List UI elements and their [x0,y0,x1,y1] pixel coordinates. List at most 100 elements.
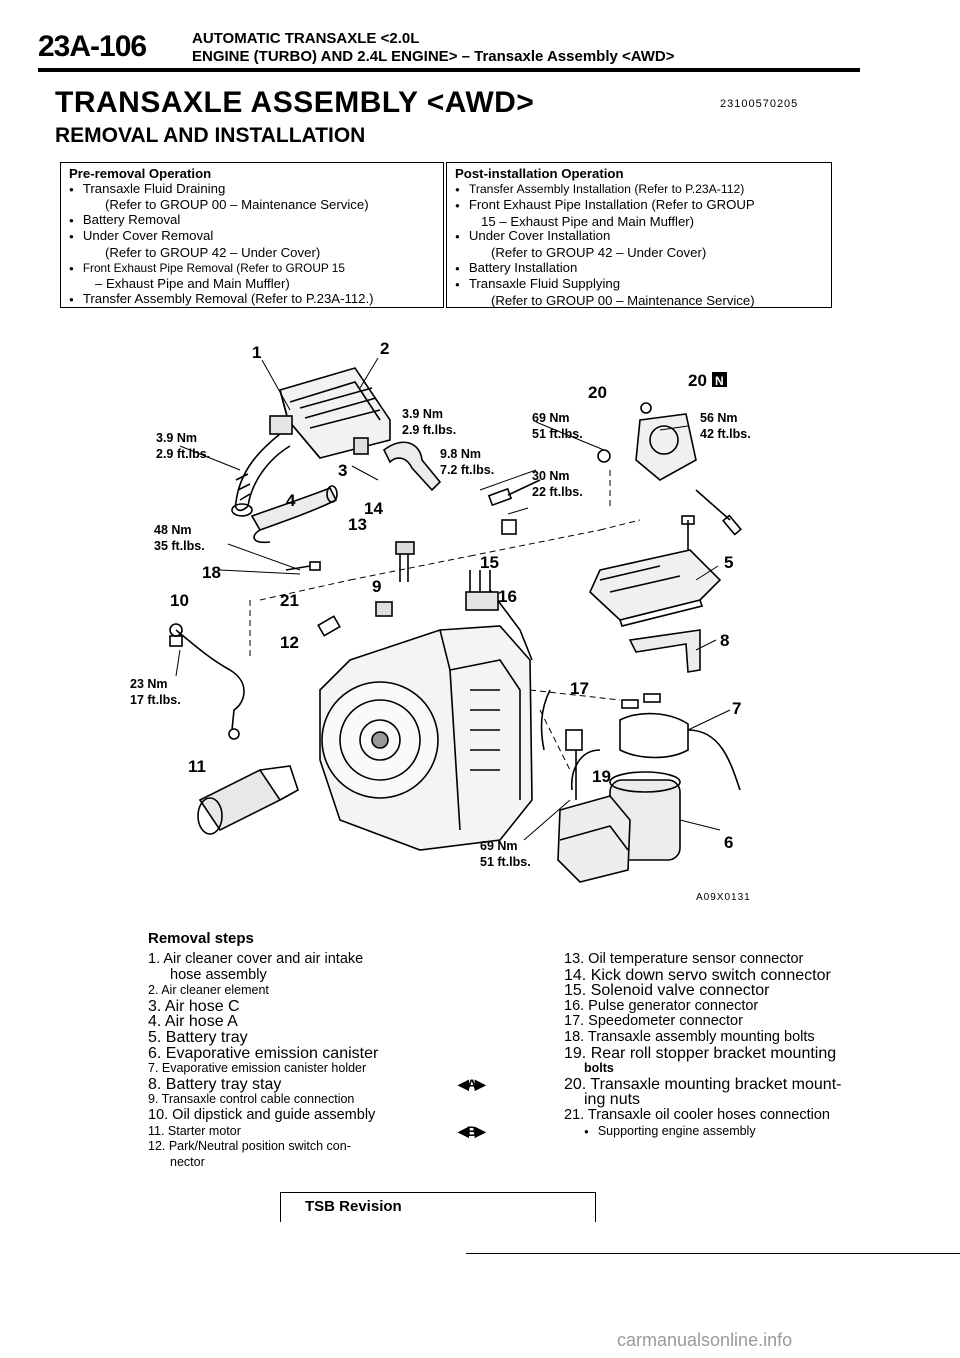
step-item-cont: nector [170,1154,205,1169]
tsb-revision-box: TSB Revision [280,1192,596,1222]
control-cable-drawing [169,623,245,740]
torque-ft: 51 ft.lbs. [532,427,583,441]
torque-nm: 3.9 Nm [402,407,443,421]
section-title: TRANSAXLE ASSEMBLY <AWD> [55,86,535,119]
step-item: 9. Transaxle control cable connection [148,1092,355,1107]
pre-removal-heading: Pre-removal Operation [69,166,212,181]
step-item: 10. Oil dipstick and guide assembly [148,1106,376,1123]
callout-20-alt: 20 [688,371,707,390]
step-item: 15. Solenoid valve connector [564,982,770,1000]
n-badge-icon [712,372,727,387]
intake-hose-drawing [231,433,291,517]
post-installation-item: Battery Installation [455,260,823,278]
torque-nm: 3.9 Nm [156,431,197,445]
pre-removal-item-note: (Refer to GROUP 00 – Maintenance Service… [105,197,369,213]
step-item-cont: hose assembly [170,966,267,983]
callout-1: 1 [252,343,261,362]
pre-removal-item: Front Exhaust Pipe Removal (Refer to GRO… [69,261,435,278]
callout-4: 4 [286,491,296,510]
pre-removal-item-note: – Exhaust Pipe and Main Muffler) [95,276,290,292]
section-subtitle: REMOVAL AND INSTALLATION [55,124,366,147]
callout-12: 12 [280,633,299,652]
step-item: 16. Pulse generator connector [564,997,759,1014]
bottom-rule [466,1253,960,1254]
pre-removal-box: Pre-removal Operation Transaxle Fluid Dr… [60,162,444,308]
step-item: 13. Oil temperature sensor connector [564,951,804,967]
torque-ft: 7.2 ft.lbs. [440,463,494,477]
callout-8: 8 [720,631,729,650]
torque-ft: 2.9 ft.lbs. [402,423,456,437]
step-item: 5. Battery tray [148,1028,248,1046]
service-point-a: ◀A▶ [458,1076,486,1092]
step-item: 4. Air hose A [148,1013,238,1031]
torque-ft: 22 ft.lbs. [532,485,583,499]
post-installation-heading: Post-installation Operation [455,166,624,181]
step-item-cont: bolts [584,1061,614,1076]
post-installation-item: Under Cover Installation [455,229,823,246]
callout-11: 11 [188,757,206,776]
torque-ft: 17 ft.lbs. [130,693,181,707]
step-item: 11. Starter motor [148,1123,241,1138]
callout-14: 14 [364,499,383,518]
removal-steps-right: 13. Oil temperature sensor connector 14.… [564,951,842,1141]
callout-15: 15 [480,553,499,572]
pre-removal-item: Transaxle Fluid Draining [69,181,435,199]
torque-nm: 69 Nm [480,839,518,853]
starter-motor-drawing [197,765,299,835]
post-installation-item-note: 15 – Exhaust Pipe and Main Muffler) [481,213,695,229]
post-installation-item: Transaxle Fluid Supplying [455,277,823,294]
post-installation-item: Transfer Assembly Installation (Refer to… [455,182,823,199]
torque-ft: 51 ft.lbs. [480,855,531,869]
roll-stopper-drawing [557,729,631,883]
pre-removal-item: Battery Removal [69,212,435,230]
exploded-diagram: 1 2 3 4 5 6 7 8 9 10 11 12 13 14 15 16 1… [130,339,751,883]
pre-removal-item-note: (Refer to GROUP 42 – Under Cover) [105,244,321,260]
step-item: 1. Air cleaner cover and air intake [148,951,364,967]
n-badge-label: N [715,374,724,388]
step-item: 2. Air cleaner element [148,983,269,998]
callout-9: 9 [372,577,381,596]
callout-19: 19 [592,767,611,786]
callout-10: 10 [170,591,189,610]
callout-21: 21 [280,591,299,610]
service-point-b: ◀B▶ [458,1123,486,1139]
torque-ft: 35 ft.lbs. [154,539,205,553]
callout-7: 7 [732,699,741,718]
step-item-cont: ing nuts [584,1091,641,1109]
step-item: 21. Transaxle oil cooler hoses connectio… [564,1106,830,1123]
callout-20: 20 [588,383,607,402]
step-item: 7. Evaporative emission canister holder [148,1061,367,1076]
removal-steps-left: 1. Air cleaner cover and air intake hose… [148,951,379,1170]
callout-6: 6 [724,833,733,852]
callout-17: 17 [570,679,589,698]
torque-nm: 23 Nm [130,677,168,691]
header-line-1: AUTOMATIC TRANSAXLE <2.0L [192,30,420,47]
torque-nm: 9.8 Nm [440,447,481,461]
mounting-bracket-drawing [597,402,742,536]
header-line-2: ENGINE (TURBO) AND 2.4L ENGINE> – Transa… [192,48,675,65]
post-installation-item: Front Exhaust Pipe Installation (Refer t… [455,198,823,215]
bolts-connectors-drawing [169,479,695,751]
step-item: 6. Evaporative emission canister [148,1044,379,1062]
transaxle-body-drawing [319,589,533,851]
step-item-bullet: Supporting engine assembly [564,1124,841,1141]
torque-ft: 42 ft.lbs. [700,427,751,441]
callout-16: 16 [498,587,517,606]
callout-3: 3 [338,461,347,480]
pre-removal-item: Under Cover Removal [69,229,435,246]
step-item: 12. Park/Neutral position switch con- [148,1139,351,1154]
step-item: 18. Transaxle assembly mounting bolts [564,1028,815,1045]
air-hose-c-drawing [353,437,442,492]
torque-nm: 56 Nm [700,411,738,425]
battery-tray-drawing [589,549,722,673]
watermark: carmanualsonline.info [617,1330,793,1350]
callout-5: 5 [724,553,733,572]
torque-nm: 69 Nm [532,411,570,425]
post-installation-box: Post-installation Operation Transfer Ass… [446,162,832,308]
callout-2: 2 [380,339,389,358]
step-item: 20. Transaxle mounting bracket mount- [564,1075,842,1093]
document-code: 23100570205 [720,98,799,110]
figure-code: A09X0131 [696,892,751,903]
callout-13: 13 [348,515,367,534]
callout-18: 18 [202,563,221,582]
